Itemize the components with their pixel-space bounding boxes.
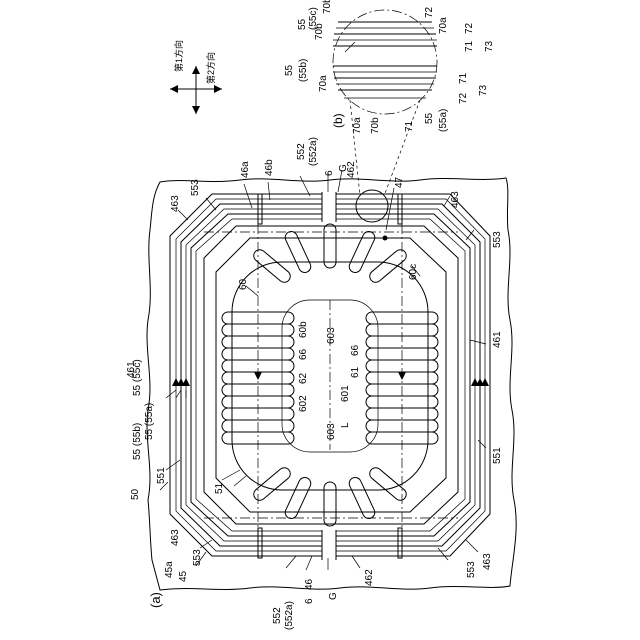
label-55c: 55: [297, 18, 308, 30]
label-553-bl: 553: [192, 549, 203, 566]
label-553-tl: 553: [190, 179, 201, 196]
coil-capsules-bottom: [251, 465, 408, 526]
label-553-tr: 553: [492, 231, 503, 248]
label-60c: 60c: [408, 264, 419, 280]
label-70b-1: 70b: [322, 0, 333, 14]
label-553-br: 553: [466, 561, 477, 578]
label-601: 601: [340, 385, 351, 402]
label-72-2: 72: [464, 22, 475, 34]
label-62: 62: [298, 372, 309, 384]
label-552-t: 552: [296, 143, 307, 160]
inset-circle: [333, 10, 437, 114]
panel-a-label: (a): [148, 592, 163, 608]
label-46-b: 46: [304, 578, 315, 590]
label-71-2: 71: [458, 72, 469, 84]
label-70b-2: 70b: [314, 23, 325, 40]
label-70a-1: 70a: [438, 17, 449, 34]
flow-arrows: [172, 372, 489, 386]
coil-capsules-top: [251, 224, 408, 285]
label-55b: 55: [284, 64, 295, 76]
label-47: 47: [394, 176, 405, 188]
label-73-1: 73: [484, 40, 495, 52]
label-71-3: 71: [404, 120, 415, 132]
label-552a-t: (552a): [308, 137, 319, 166]
label-551-left: 551: [156, 467, 167, 484]
label-61: 61: [350, 366, 361, 378]
inset-leader-l: [345, 42, 355, 52]
label-46a: 46a: [240, 161, 251, 178]
label-L: L: [340, 422, 351, 428]
label-G-b: G: [328, 592, 339, 600]
label-70b-3: 70b: [370, 117, 381, 134]
label-50: 50: [130, 488, 141, 500]
label-45a: 45a: [164, 561, 175, 578]
label-55b: 55 (55b): [132, 423, 143, 460]
label-55a-2: (55a): [438, 109, 449, 132]
label-60: 60: [238, 278, 249, 290]
label-602: 602: [298, 395, 309, 412]
label-463-tr: 463: [450, 191, 461, 208]
label-55a: 55: [424, 112, 435, 124]
label-72-3: 72: [458, 92, 469, 104]
label-603-a: 603: [326, 327, 337, 344]
label-73-2: 73: [478, 84, 489, 96]
inset-strands: [333, 22, 437, 98]
label-66-b: 66: [350, 344, 361, 356]
label-461-left: 461: [126, 361, 137, 378]
label-463-br: 463: [482, 553, 493, 570]
label-55b-2: (55b): [298, 59, 309, 82]
direction-arrows: 第1方向 第2方向: [170, 40, 222, 114]
label-6-t: 6: [324, 170, 335, 176]
panel-b-label: (b): [331, 113, 345, 128]
label-462-t: 462: [346, 161, 357, 178]
label-60b: 60b: [298, 321, 309, 338]
label-51: 51: [214, 482, 225, 494]
label-6-b: 6: [304, 598, 315, 604]
label-55a: 55 (55a): [144, 403, 155, 440]
dir1-label: 第1方向: [173, 40, 184, 72]
label-70a-2: 70a: [318, 75, 329, 92]
label-71-1: 71: [464, 40, 475, 52]
label-552a-b: (552a): [284, 601, 295, 630]
label-46b: 46b: [264, 159, 275, 176]
label-603-b: 603: [326, 423, 337, 440]
label-66-a: 66: [298, 348, 309, 360]
dir2-label: 第2方向: [205, 52, 216, 84]
label-45: 45: [178, 570, 189, 582]
point-47: [383, 236, 388, 241]
inset-leader: [350, 100, 360, 196]
detail-circle: [356, 190, 388, 222]
label-463-tl: 463: [170, 195, 181, 212]
label-462-b: 462: [364, 569, 375, 586]
label-552-b: 552: [272, 607, 283, 624]
label-461-right: 461: [492, 331, 503, 348]
label-463-bl: 463: [170, 529, 181, 546]
label-551-right: 551: [492, 447, 503, 464]
label-72-1: 72: [424, 6, 435, 18]
label-70a-3: 70a: [352, 117, 363, 134]
